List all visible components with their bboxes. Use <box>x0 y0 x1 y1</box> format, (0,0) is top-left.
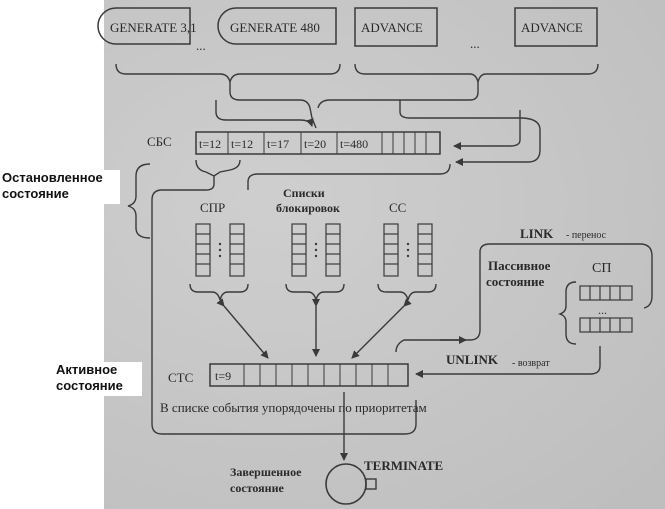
advance-block-2: ADVANCE <box>514 7 598 47</box>
stack-braces <box>189 283 437 301</box>
generate-label-1: GENERATE 3,1 <box>110 20 197 35</box>
unlink-note: - возврат <box>512 358 550 369</box>
sbs-label: СБС <box>147 134 172 149</box>
sbs-list: t=12 t=12 t=17 t=20 t=480 <box>195 131 441 155</box>
top-to-sbs-arrows <box>215 100 541 166</box>
completed-state-label-1: Завершенное <box>230 465 302 479</box>
priority-note: В списке события упорядочены по приорите… <box>160 400 427 415</box>
unlink-connector <box>415 346 601 378</box>
active-state-line-1: Активное <box>56 362 118 377</box>
ellipsis-sp: ... <box>598 303 607 317</box>
stopped-state-label: Остановленное состояние <box>0 170 120 204</box>
top-braces <box>115 63 599 129</box>
stacks-to-sts-arrows <box>216 298 412 359</box>
generate-label-2: GENERATE 480 <box>230 20 320 35</box>
sp-lists <box>579 285 633 333</box>
spr-label: СПР <box>200 200 225 215</box>
ss-label: СС <box>389 200 406 215</box>
lock-list-stacks <box>291 223 341 277</box>
sbs-cell-5: t=480 <box>340 137 368 151</box>
ellipsis-advances: ... <box>470 36 480 51</box>
link-note: - перенос <box>566 230 607 241</box>
advance-block-1: ADVANCE <box>354 7 438 47</box>
lock-lists-label-1: Списки <box>283 186 325 200</box>
ss-stacks <box>383 223 433 277</box>
passive-state-label-2: состояние <box>486 274 545 289</box>
ellipsis-generators: ... <box>196 38 206 53</box>
terminate-label: TERMINATE <box>364 458 443 473</box>
sts-label: СТС <box>168 370 193 385</box>
generate-block-2: GENERATE 480 <box>217 7 337 45</box>
advance-label-2: ADVANCE <box>521 20 583 35</box>
link-label: LINK <box>520 226 554 241</box>
stopped-state-line-2: состояние <box>2 186 69 201</box>
link-connector <box>395 243 653 353</box>
stopped-state-line-1: Остановленное <box>2 170 103 185</box>
sbs-cell-4: t=20 <box>304 137 326 151</box>
active-state-label: Активное состояние <box>52 362 142 396</box>
advance-label-1: ADVANCE <box>361 20 423 35</box>
spr-stacks <box>195 223 245 277</box>
terminate-block <box>325 463 377 505</box>
sp-brace-left <box>557 281 577 345</box>
sts-list: t=9 <box>209 363 409 387</box>
generate-block-1: GENERATE 3,1 <box>97 7 197 45</box>
active-state-line-2: состояние <box>56 378 123 393</box>
sbs-cell-2: t=12 <box>231 137 253 151</box>
stack-dots <box>218 242 410 258</box>
sp-label: СП <box>592 261 611 276</box>
stopped-state-brace <box>127 163 151 239</box>
lock-lists-label-2: блокировок <box>276 201 340 215</box>
sbs-cell-1: t=12 <box>199 137 221 151</box>
sbs-cell-3: t=17 <box>267 137 289 151</box>
sts-cell-1: t=9 <box>215 369 231 383</box>
passive-state-label-1: Пассивное <box>488 258 551 273</box>
completed-state-label-2: состояние <box>230 481 284 495</box>
left-loop <box>151 159 451 435</box>
unlink-label: UNLINK <box>446 352 499 367</box>
